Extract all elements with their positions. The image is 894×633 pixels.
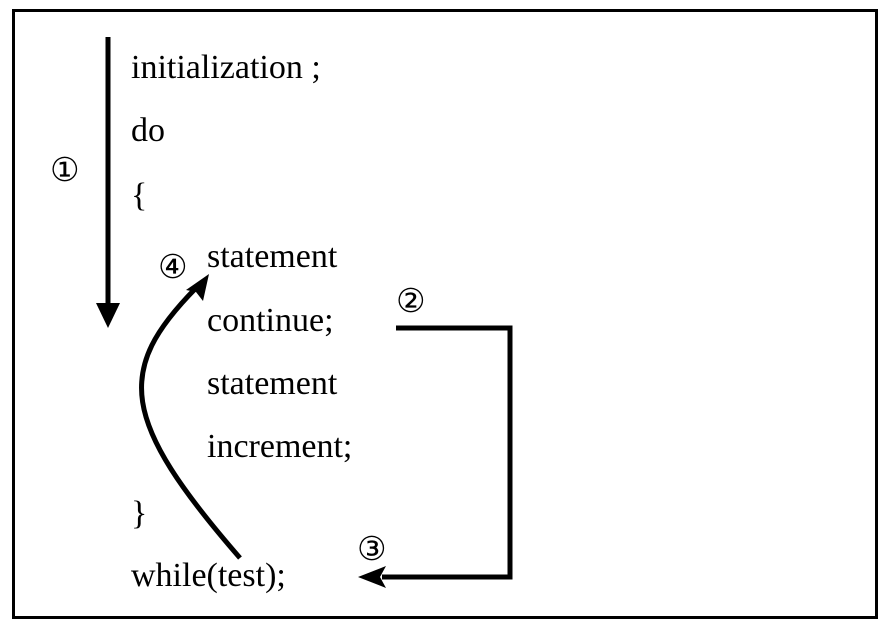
code-line-close-brace: } [131, 495, 148, 532]
arrow-step-1-down [96, 37, 120, 328]
code-line-increment: increment; [207, 428, 353, 465]
code-line-continue: continue; [207, 302, 334, 339]
step-marker-3: ③ [357, 532, 387, 568]
code-line-statement-1: statement [207, 238, 338, 275]
arrow-loop-back [139, 274, 242, 560]
step-marker-4: ④ [158, 250, 188, 286]
code-line-do: do [131, 112, 165, 149]
step-marker-1: ① [50, 153, 80, 189]
code-line-initialization: initialization ; [131, 49, 321, 86]
diagram-frame [12, 9, 878, 619]
code-line-while: while(test); [131, 557, 286, 594]
arrow-continue-to-test [358, 325, 513, 588]
code-line-statement-2: statement [207, 365, 338, 402]
step-marker-2: ② [396, 284, 426, 320]
code-line-open-brace: { [131, 177, 148, 214]
